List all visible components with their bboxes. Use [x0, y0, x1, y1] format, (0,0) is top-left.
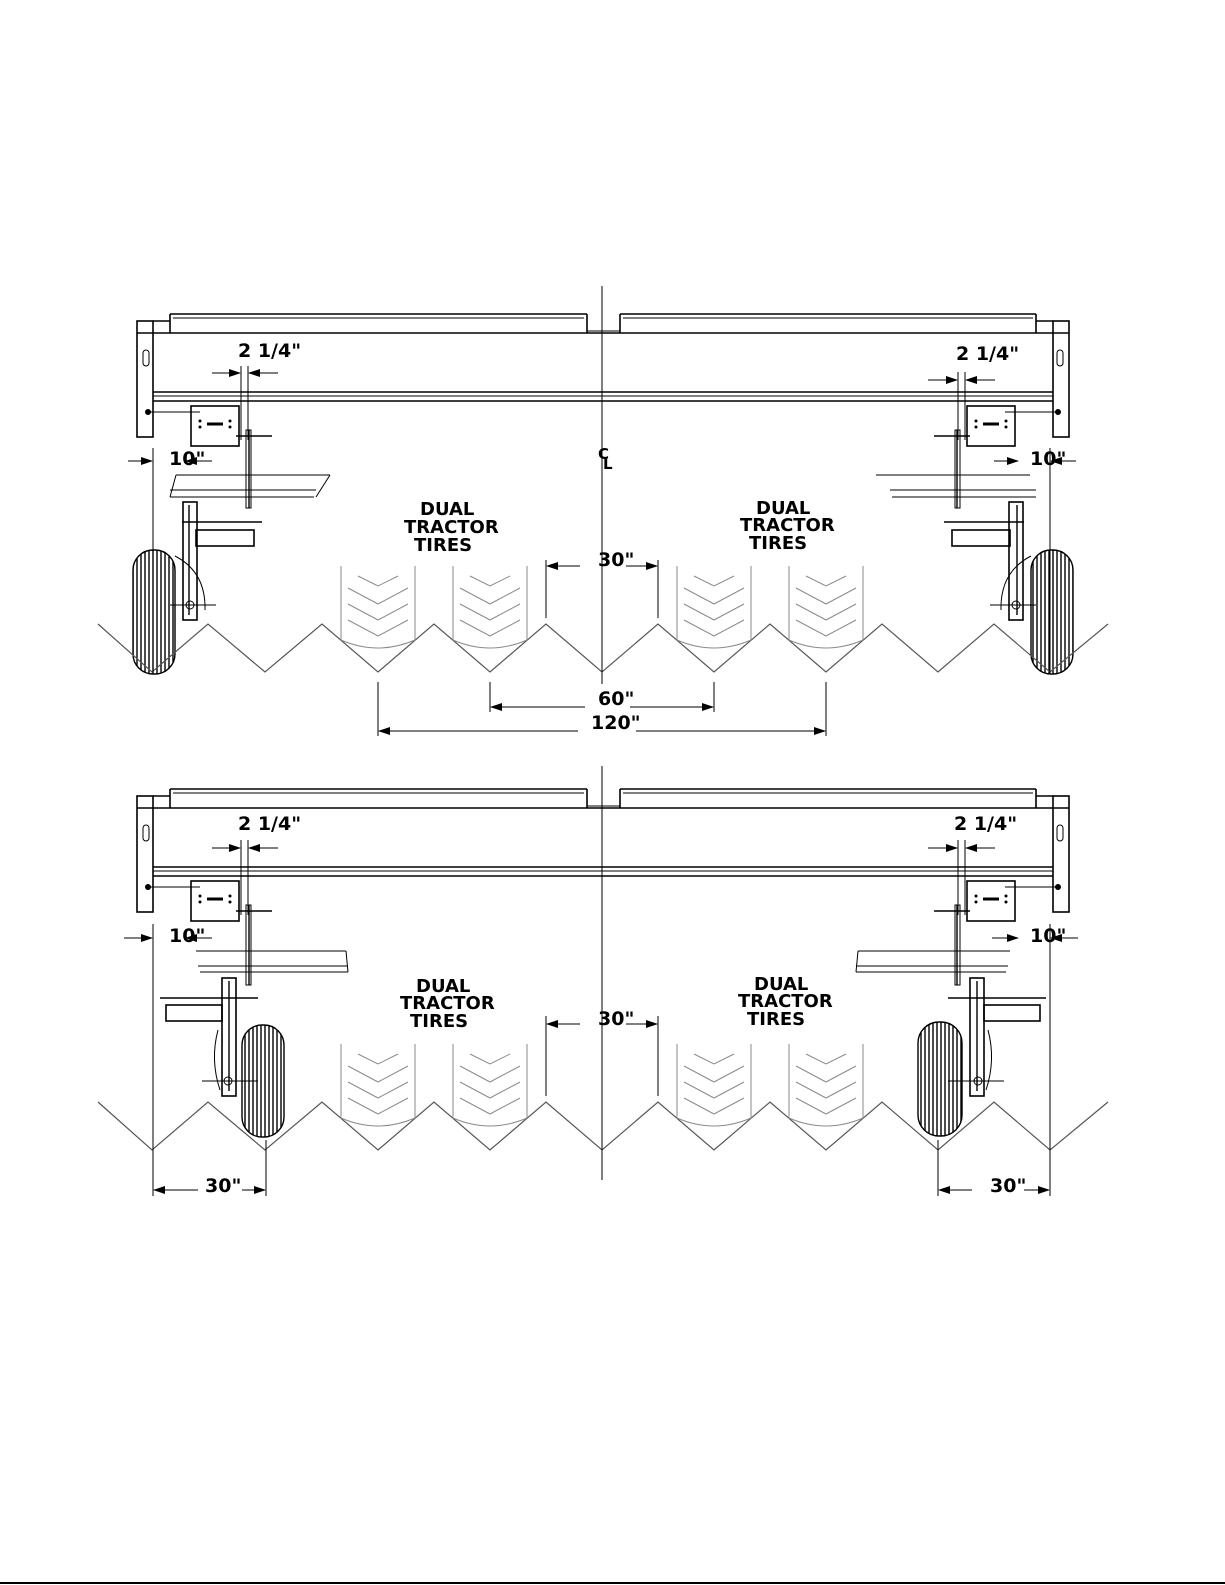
upper-soil-profile — [98, 624, 1108, 672]
upper-edge-left-label: 10" — [169, 448, 205, 470]
lower-row-label: 30" — [598, 1008, 634, 1030]
upper-left-gauge-wheel — [133, 406, 330, 674]
lower-offset-right-label: 2 1/4" — [954, 813, 1017, 835]
upper-view: 2 1/4" 2 1/4" 10" 10" C L 30" 60" 120" D… — [98, 286, 1108, 736]
upper-tire-span-label: 60" — [598, 688, 634, 710]
upper-centerline-l: L — [603, 455, 613, 473]
upper-track-label: 120" — [591, 712, 641, 734]
upper-right-gauge-wheel — [876, 406, 1073, 674]
lower-tires-left-3: TIRES — [410, 1011, 468, 1032]
lower-right-gauge-wheel — [856, 881, 1046, 1136]
upper-offset-right-label: 2 1/4" — [956, 343, 1019, 365]
lower-toolbar-frame — [137, 789, 1069, 912]
lower-edge-right-label: 10" — [1030, 925, 1066, 947]
lower-wheel-left-label: 30" — [205, 1175, 241, 1197]
lower-left-gauge-wheel — [160, 881, 348, 1137]
lower-view: 2 1/4" 2 1/4" 10" 10" 30" 30" 30" DUAL T… — [98, 766, 1108, 1197]
lower-wheel-right-label: 30" — [990, 1175, 1026, 1197]
upper-offset-left-label: 2 1/4" — [238, 340, 301, 362]
lower-tires-right-3: TIRES — [747, 1009, 805, 1030]
upper-edge-right-label: 10" — [1030, 448, 1066, 470]
upper-tires-right-3: TIRES — [749, 533, 807, 554]
upper-toolbar-frame — [137, 314, 1069, 437]
lower-offset-left-label: 2 1/4" — [238, 813, 301, 835]
upper-labels: 2 1/4" 2 1/4" 10" 10" C L 30" 60" 120" D… — [169, 340, 1066, 734]
lower-edge-left-label: 10" — [169, 925, 205, 947]
upper-row-label: 30" — [598, 549, 634, 571]
upper-tires-left-3: TIRES — [414, 535, 472, 556]
